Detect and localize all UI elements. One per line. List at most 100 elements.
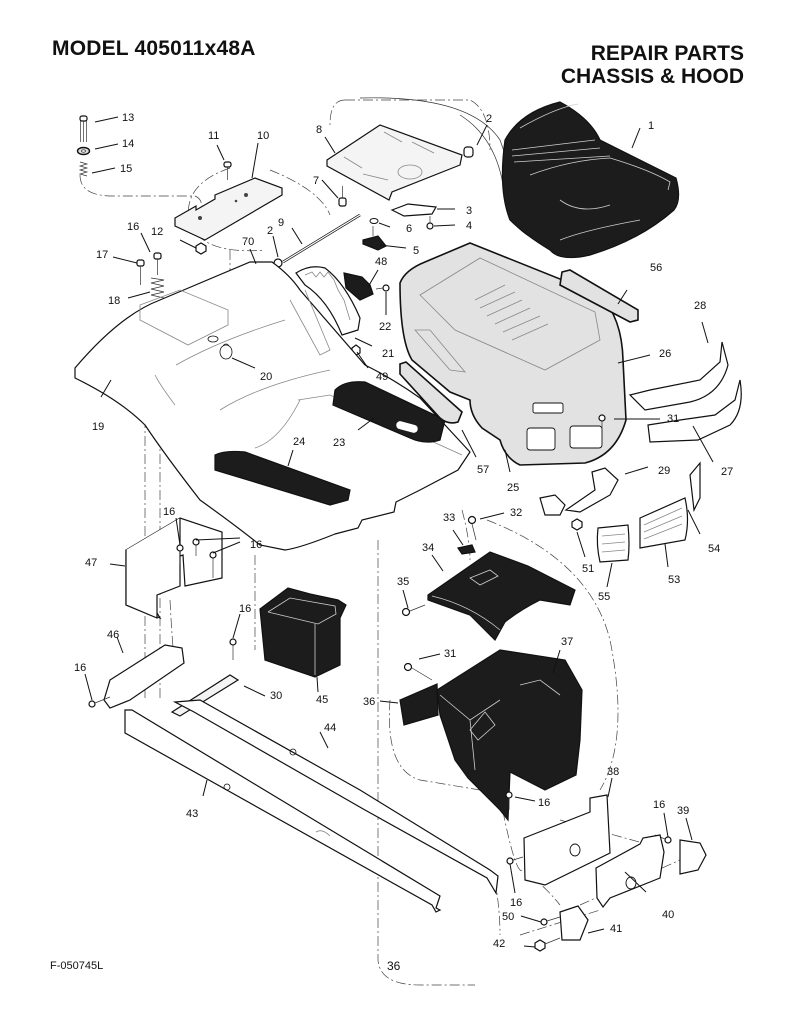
callout-15: 15 xyxy=(120,163,132,175)
screw-16d[interactable] xyxy=(192,538,200,556)
callout-20: 20 xyxy=(260,371,272,383)
leader-lines xyxy=(84,116,714,948)
screw-31b[interactable] xyxy=(403,662,433,681)
footpad-left-24[interactable] xyxy=(214,450,351,506)
headlight-housing-28[interactable] xyxy=(628,341,729,411)
bolt-17[interactable] xyxy=(136,259,145,285)
cover-plate-right-39[interactable] xyxy=(679,839,707,875)
callout-9: 9 xyxy=(278,217,284,229)
callout-16d: 16 xyxy=(163,506,175,518)
bolt-11[interactable] xyxy=(223,161,232,180)
bolt-42[interactable] xyxy=(534,937,561,952)
callout-49: 49 xyxy=(376,371,388,383)
dash-panel-34[interactable] xyxy=(427,551,576,641)
callout-46: 46 xyxy=(107,629,119,641)
screw-22[interactable] xyxy=(375,284,390,292)
callout-18: 18 xyxy=(108,295,120,307)
seat-adjust-knob-5[interactable] xyxy=(362,226,387,251)
dash-housing-37[interactable] xyxy=(436,649,583,822)
callout-42: 42 xyxy=(493,938,505,950)
battery-box-45[interactable] xyxy=(259,587,347,678)
callout-39: 39 xyxy=(677,805,689,817)
callout-13: 13 xyxy=(122,112,134,124)
nut-20[interactable] xyxy=(219,344,233,360)
rear-bracket-47[interactable] xyxy=(125,517,223,620)
fender-19[interactable] xyxy=(74,261,471,551)
side-panel-36[interactable] xyxy=(399,683,439,726)
section-title-line1: REPAIR PARTS xyxy=(590,42,744,65)
battery-support-46[interactable] xyxy=(103,644,185,709)
callout-31b: 31 xyxy=(444,648,456,660)
screw-16f[interactable] xyxy=(229,638,237,660)
front-bracket-38[interactable] xyxy=(523,794,611,886)
callout-32: 32 xyxy=(510,507,522,519)
washer-14[interactable] xyxy=(76,146,91,156)
callout-29: 29 xyxy=(658,465,670,477)
callout-47: 47 xyxy=(85,557,97,569)
grommet-33[interactable] xyxy=(457,544,476,555)
screw-50[interactable] xyxy=(540,916,561,926)
callout-6: 6 xyxy=(406,223,412,235)
seat-bracket-3[interactable] xyxy=(390,203,437,217)
callout-2a: 2 xyxy=(486,113,492,125)
callout-70: 70 xyxy=(242,236,254,248)
seat-1[interactable] xyxy=(501,101,680,259)
callout-2b: 2 xyxy=(267,225,273,237)
cover-plate-left-41[interactable] xyxy=(559,905,589,941)
callout-22: 22 xyxy=(379,321,391,333)
callout-55: 55 xyxy=(598,591,610,603)
side-vent-left-57[interactable] xyxy=(399,361,463,424)
nut-51[interactable] xyxy=(571,518,583,531)
seat-pan-8[interactable] xyxy=(326,124,463,201)
callout-51: 51 xyxy=(582,563,594,575)
nut-12[interactable] xyxy=(195,242,207,255)
screw-32[interactable] xyxy=(467,515,477,541)
frame-rail-right-44[interactable] xyxy=(172,699,499,895)
callout-54: 54 xyxy=(708,543,720,555)
page-number: 36 xyxy=(387,959,401,973)
screw-16e[interactable] xyxy=(209,551,217,578)
shift-plate-21[interactable] xyxy=(295,266,361,336)
seat-mounting-plate-10[interactable] xyxy=(174,177,283,241)
screw-16g[interactable] xyxy=(88,696,111,708)
callout-7: 7 xyxy=(313,175,319,187)
callout-labels: 13 14 15 11 10 8 7 2 1 3 4 6 5 9 2 12 16… xyxy=(74,112,733,950)
bumper-trim-27[interactable] xyxy=(647,379,742,443)
hood-25[interactable] xyxy=(399,242,627,466)
screw-31a[interactable] xyxy=(598,414,606,430)
side-vent-right-56[interactable] xyxy=(559,269,639,323)
hood-bracket-29[interactable] xyxy=(564,467,619,513)
bumper-nut-2a[interactable] xyxy=(463,146,474,158)
callout-48: 48 xyxy=(375,256,387,268)
callout-5: 5 xyxy=(413,245,419,257)
rod-9[interactable] xyxy=(282,213,361,264)
screw-16a[interactable] xyxy=(153,252,162,275)
callout-16e: 16 xyxy=(250,539,262,551)
spring-15[interactable] xyxy=(78,161,89,177)
callout-33: 33 xyxy=(443,512,455,524)
grille-right-53[interactable] xyxy=(639,497,689,549)
frame-rail-left-43[interactable] xyxy=(124,709,442,913)
bracket-51-assembly[interactable] xyxy=(539,494,566,516)
callout-43: 43 xyxy=(186,808,198,820)
grille-left-55[interactable] xyxy=(596,524,630,563)
footpad-right-23[interactable] xyxy=(332,381,446,443)
screw-35[interactable] xyxy=(401,604,426,617)
callout-21: 21 xyxy=(382,348,394,360)
callout-16a: 16 xyxy=(127,221,139,233)
callout-26: 26 xyxy=(659,348,671,360)
spring-18[interactable] xyxy=(150,277,165,299)
screw-16b[interactable] xyxy=(505,791,513,810)
bolt-7[interactable] xyxy=(338,186,347,207)
callout-1: 1 xyxy=(648,120,654,132)
callout-53: 53 xyxy=(668,574,680,586)
callout-31a: 31 xyxy=(667,413,679,425)
callout-8: 8 xyxy=(316,124,322,136)
callout-24: 24 xyxy=(293,436,305,448)
bolt-13[interactable] xyxy=(79,115,88,142)
callout-50: 50 xyxy=(502,911,514,923)
screw-4[interactable] xyxy=(426,216,434,230)
grille-insert-54[interactable] xyxy=(689,461,701,513)
lever-bracket-48[interactable] xyxy=(343,272,374,301)
washer-6[interactable] xyxy=(369,218,379,224)
